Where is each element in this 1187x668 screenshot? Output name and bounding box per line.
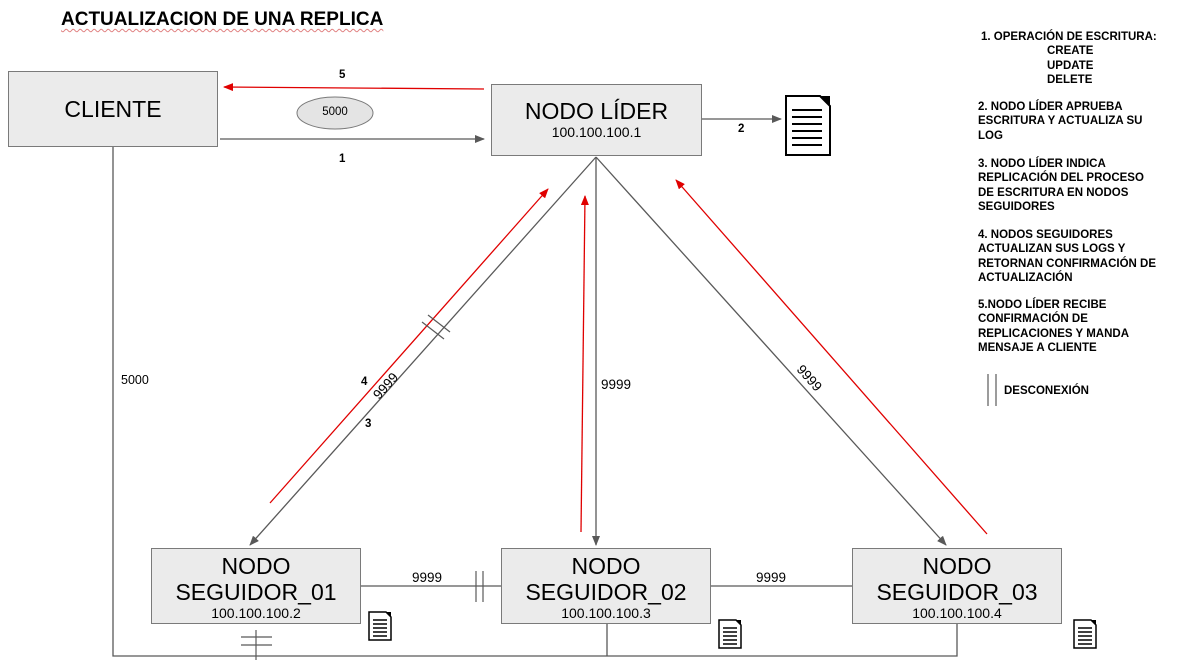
seguidor02-name-line2: SEGUIDOR_02	[525, 579, 687, 605]
seguidor02-name-line1: NODO	[571, 553, 641, 579]
nodo-seguidor-02: NODO SEGUIDOR_02 100.100.100.3	[501, 548, 711, 624]
note-2-line: 2. NODO LÍDER APRUEBA	[978, 101, 1123, 113]
page-title: ACTUALIZACION DE UNA REPLICA	[61, 9, 384, 30]
note-4-line: ACTUALIZAN SUS LOGS Y	[978, 243, 1126, 256]
note-3-line: DE ESCRITURA EN NODOS	[978, 186, 1129, 199]
note-1-op-create: CREATE	[1047, 45, 1094, 58]
seg01-seg02-port-label: 9999	[412, 570, 443, 585]
nodo-lider-ip: 100.100.100.1	[551, 124, 642, 140]
leader-to-seguidor03-arrow	[595, 156, 947, 546]
seguidor01-log-document-icon	[368, 611, 392, 641]
note-4-line: ACTUALIZACIÓN	[978, 271, 1073, 284]
step-label-3: 3	[365, 418, 372, 430]
step-label-1: 1	[339, 153, 346, 165]
note-3: 3. NODO LÍDER INDICA REPLICACIÓN DEL PRO…	[978, 157, 1183, 214]
step-label-4: 4	[361, 376, 368, 388]
nodo-seguidor-03: NODO SEGUIDOR_03 100.100.100.4	[852, 548, 1062, 624]
note-5-line: REPLICACIONES Y MANDA	[978, 327, 1130, 340]
note-1-title: 1. OPERACIÓN DE ESCRITURA:	[981, 31, 1157, 43]
leader-to-seguidor01-arrow	[249, 156, 597, 546]
disconnect-marker-bus	[241, 630, 272, 660]
seguidor03-name-line2: SEGUIDOR_03	[876, 579, 1038, 605]
note-5-line: MENSAJE A CLIENTE	[978, 341, 1097, 354]
note-2: 2. NODO LÍDER APRUEBA ESCRITURA Y ACTUAL…	[978, 100, 1183, 143]
seguidor01-to-leader-arrow	[269, 188, 549, 504]
note-4-line: 4. NODOS SEGUIDORES	[978, 229, 1113, 241]
note-3-line: 3. NODO LÍDER INDICA	[978, 158, 1106, 170]
log-document-icon	[785, 95, 831, 156]
note-4: 4. NODOS SEGUIDORES ACTUALIZAN SUS LOGS …	[978, 228, 1183, 285]
port-badge-label: 5000	[322, 106, 348, 118]
legend-double-bar-icon	[987, 374, 997, 406]
client-port-bus	[112, 147, 958, 657]
legend-disconnection-label: DESCONEXIÓN	[1004, 385, 1089, 397]
nodo-lider: NODO LÍDER 100.100.100.1	[491, 84, 702, 156]
note-1-op-update: UPDATE	[1047, 59, 1094, 72]
seguidor02-ip: 100.100.100.3	[561, 605, 651, 621]
leader-to-client-arrow	[223, 83, 485, 92]
seguidor01-ip: 100.100.100.2	[211, 605, 301, 621]
note-5-line: CONFIRMACIÓN DE	[978, 313, 1088, 326]
disconnect-marker-leader-seg01	[421, 314, 451, 340]
note-2-line: ESCRITURA Y ACTUALIZA SU	[978, 115, 1143, 128]
seguidor03-to-leader-arrow	[675, 179, 988, 535]
cliente-node: CLIENTE	[8, 71, 218, 147]
port-badge	[296, 96, 374, 130]
lider-seg01-port-label: 9999	[370, 370, 401, 402]
note-1-op-delete: DELETE	[1047, 73, 1093, 86]
disconnect-marker-seg01-seg02	[475, 571, 484, 602]
cliente-node-name: CLIENTE	[64, 96, 162, 122]
note-5: 5.NODO LÍDER RECIBE CONFIRMACIÓN DE REPL…	[978, 298, 1183, 355]
seguidor03-log-document-icon	[1073, 619, 1097, 649]
note-3-line: SEGUIDORES	[978, 200, 1055, 213]
seg02-seg03-port-label: 9999	[756, 570, 787, 585]
step-label-5: 5	[339, 69, 346, 81]
lider-seg02-port-label: 9999	[601, 377, 632, 392]
step-notes: 1. OPERACIÓN DE ESCRITURA: CREATE UPDATE…	[978, 30, 1183, 87]
cliente-port-label: 5000	[121, 373, 149, 387]
nodo-seguidor-01: NODO SEGUIDOR_01 100.100.100.2	[151, 548, 361, 624]
seguidor03-ip: 100.100.100.4	[912, 605, 1002, 621]
note-4-line: RETORNAN CONFIRMACIÓN DE	[978, 257, 1157, 270]
lider-seg03-port-label: 9999	[794, 362, 825, 394]
note-3-line: REPLICACIÓN DEL PROCESO	[978, 172, 1144, 185]
note-5-line: 5.NODO LÍDER RECIBE	[978, 299, 1107, 311]
seguidor01-name-line1: NODO	[221, 553, 291, 579]
nodo-lider-name: NODO LÍDER	[524, 98, 669, 124]
seguidor02-log-document-icon	[718, 619, 742, 649]
step-label-2: 2	[738, 123, 745, 135]
note-2-line: LOG	[978, 129, 1003, 142]
seguidor01-name-line2: SEGUIDOR_01	[175, 579, 337, 605]
seguidor02-to-leader-arrow	[580, 195, 589, 533]
seguidor03-name-line1: NODO	[922, 553, 992, 579]
